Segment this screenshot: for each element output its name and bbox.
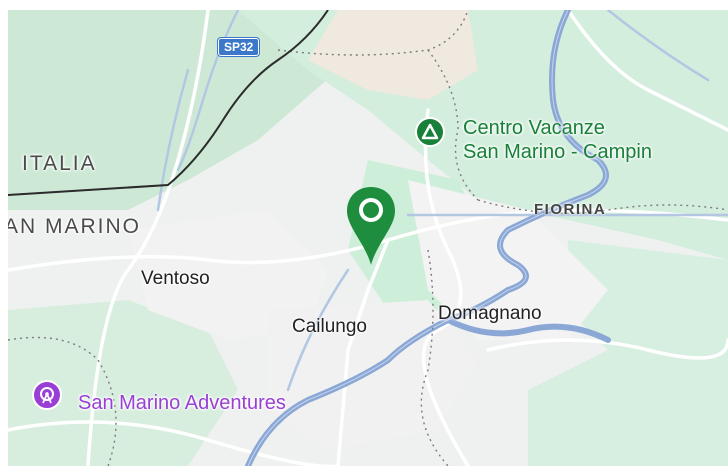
place-label-cailungo[interactable]: Cailungo [292,316,367,337]
map-base [8,10,728,466]
poi-label-line2: San Marino - Campin [463,141,652,163]
urban-area [268,300,478,450]
district-label-fiorina: FIORINA [534,201,607,218]
poi-label-line1: Centro Vacanze [463,117,605,139]
amusement-park-icon[interactable] [32,380,62,410]
map-canvas[interactable]: ITALIA AN MARINO SP32 FIORINA Ventoso Ca… [8,10,728,466]
poi-label-san-marino-adventures[interactable]: San Marino Adventures [78,392,286,414]
country-label-italia: ITALIA [22,152,97,175]
place-label-ventoso[interactable]: Ventoso [141,268,210,289]
main-road [445,317,611,343]
national-border [8,10,329,196]
urban-area [308,10,478,100]
road-shield-sp32[interactable]: SP32 [218,38,260,56]
country-label-san-marino: AN MARINO [8,215,142,238]
campground-icon[interactable] [415,117,445,147]
forest-area [8,300,238,466]
location-pin-icon[interactable] [343,185,399,265]
place-label-domagnano[interactable]: Domagnano [438,303,542,324]
poi-label-centro-vacanze[interactable]: Centro Vacanze San Marino - Campin [463,116,652,164]
forest-area [8,10,338,210]
urban-area [128,210,328,340]
